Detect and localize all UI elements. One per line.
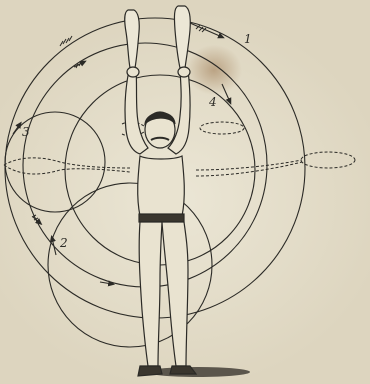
- athlete-figure: [125, 6, 196, 376]
- label-4: 4: [208, 95, 217, 109]
- label-2: 2: [59, 236, 68, 250]
- swing-circle-3: [5, 112, 105, 212]
- arrow-circle-2: [52, 238, 56, 255]
- label-3: 3: [22, 125, 30, 139]
- label-1: 1: [244, 32, 252, 46]
- belt: [139, 214, 184, 222]
- leg-right: [162, 222, 188, 366]
- dashed-club-right-end: [301, 152, 355, 168]
- arm-left: [125, 70, 148, 154]
- torso-singlet: [138, 156, 185, 216]
- dashed-club-right: [196, 160, 302, 176]
- arrow-circle-1: [190, 23, 222, 37]
- leg-left: [139, 222, 162, 366]
- shoe-left: [138, 366, 162, 376]
- club-right: [174, 6, 190, 68]
- arrow-circle-3: [13, 124, 20, 134]
- club-left: [125, 10, 140, 68]
- dashed-club-head-level: [200, 122, 244, 134]
